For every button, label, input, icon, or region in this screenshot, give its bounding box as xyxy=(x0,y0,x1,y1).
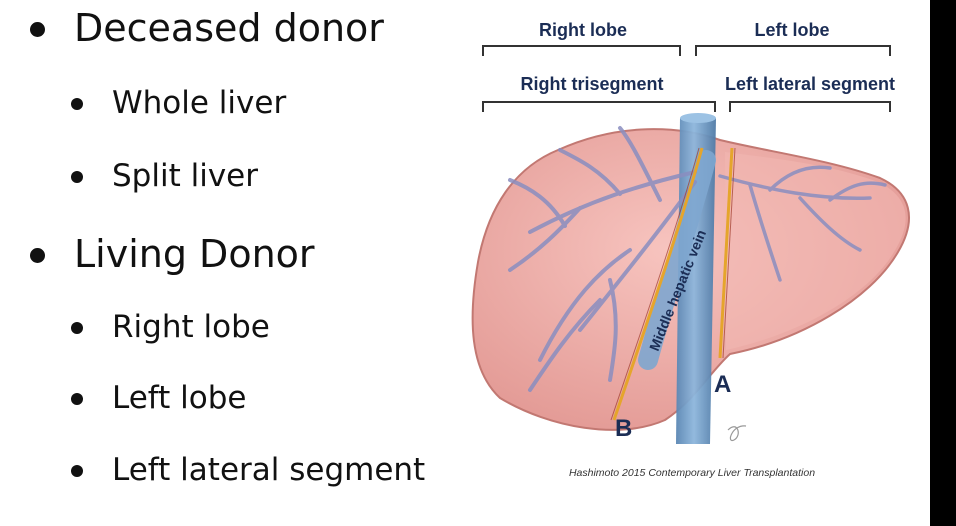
right-vein-branches xyxy=(508,126,697,392)
bullet-left-lateral-segment: Left lateral segment xyxy=(70,452,426,488)
left-vein-branches xyxy=(718,165,887,282)
label-line-b: B xyxy=(615,415,632,442)
bullet-left-lobe: Left lobe xyxy=(71,380,247,416)
bullet-whole-liver: Whole liver xyxy=(70,85,287,121)
bullet-split-liver: Split liver xyxy=(71,158,258,194)
label-right-lobe: Right lobe xyxy=(539,20,627,40)
figure-citation: Hashimoto 2015 Contemporary Liver Transp… xyxy=(569,467,815,479)
bullet-deceased-donor: Deceased donor xyxy=(30,6,384,50)
liver-diagram-svg: Right lobe Left lobe Right trisegment Le… xyxy=(471,20,910,479)
label-line-a: A xyxy=(714,371,731,398)
bullet-right-lobe: Right lobe xyxy=(71,309,270,345)
left-lateral-shading xyxy=(725,152,906,350)
label-left-lateral-segment: Left lateral segment xyxy=(725,74,895,94)
bracket-left-lateral-segment xyxy=(729,101,891,112)
liver-diagram: Right lobe Left lobe Right trisegment Le… xyxy=(470,0,930,526)
label-right-trisegment: Right trisegment xyxy=(520,74,663,94)
right-edge-bar xyxy=(930,0,956,526)
cut-line-a xyxy=(718,147,734,359)
artist-signature xyxy=(727,425,747,442)
bullet-living-donor: Living Donor xyxy=(30,232,315,276)
bracket-right-trisegment xyxy=(482,101,716,112)
bracket-right-lobe xyxy=(482,45,681,56)
label-left-lobe: Left lobe xyxy=(755,20,830,40)
bracket-left-lobe xyxy=(695,45,891,56)
bullet-list: Deceased donor Whole liver Split liver L… xyxy=(0,0,470,526)
vena-cava-top xyxy=(680,113,716,123)
cut-line-b xyxy=(612,147,704,421)
middle-hepatic-vein xyxy=(638,150,716,370)
